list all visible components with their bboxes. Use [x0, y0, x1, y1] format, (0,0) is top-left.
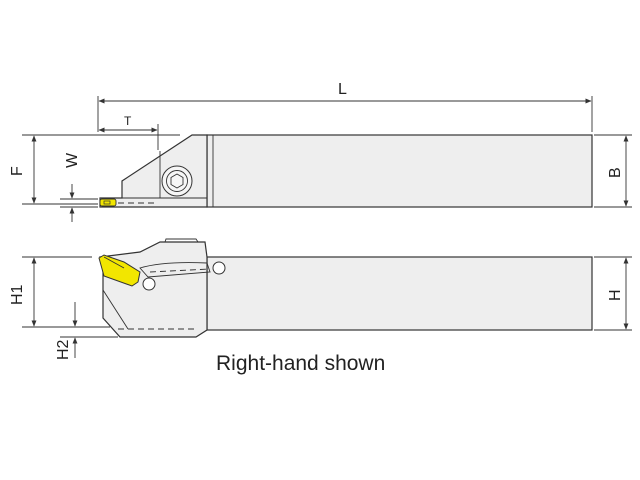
- dim-H1: H1: [9, 256, 110, 328]
- dim-T: T: [98, 114, 159, 150]
- label-T: T: [124, 114, 132, 128]
- dim-H: H: [594, 256, 632, 331]
- label-L: L: [338, 81, 347, 98]
- side-shank: [206, 256, 593, 331]
- top-shank: [206, 134, 593, 208]
- label-H2: H2: [55, 339, 72, 360]
- dim-B: B: [594, 134, 632, 208]
- dim-F: F: [9, 134, 180, 205]
- label-W: W: [64, 152, 81, 168]
- lever-pin: [212, 261, 226, 275]
- side-view: [98, 238, 593, 338]
- top-view: [99, 134, 593, 208]
- caption: Right-hand shown: [216, 352, 385, 375]
- label-H1: H1: [9, 284, 26, 305]
- insert-side: [98, 254, 141, 287]
- clamp-pin: [142, 277, 156, 291]
- top-head: [99, 134, 208, 208]
- insert-top: [99, 198, 117, 207]
- dim-W: W: [60, 152, 98, 222]
- label-B: B: [607, 167, 624, 178]
- side-head: [99, 241, 208, 338]
- label-F: F: [9, 166, 26, 176]
- label-H: H: [607, 289, 624, 301]
- dim-H2: H2: [55, 302, 118, 360]
- dim-L: L: [97, 81, 593, 132]
